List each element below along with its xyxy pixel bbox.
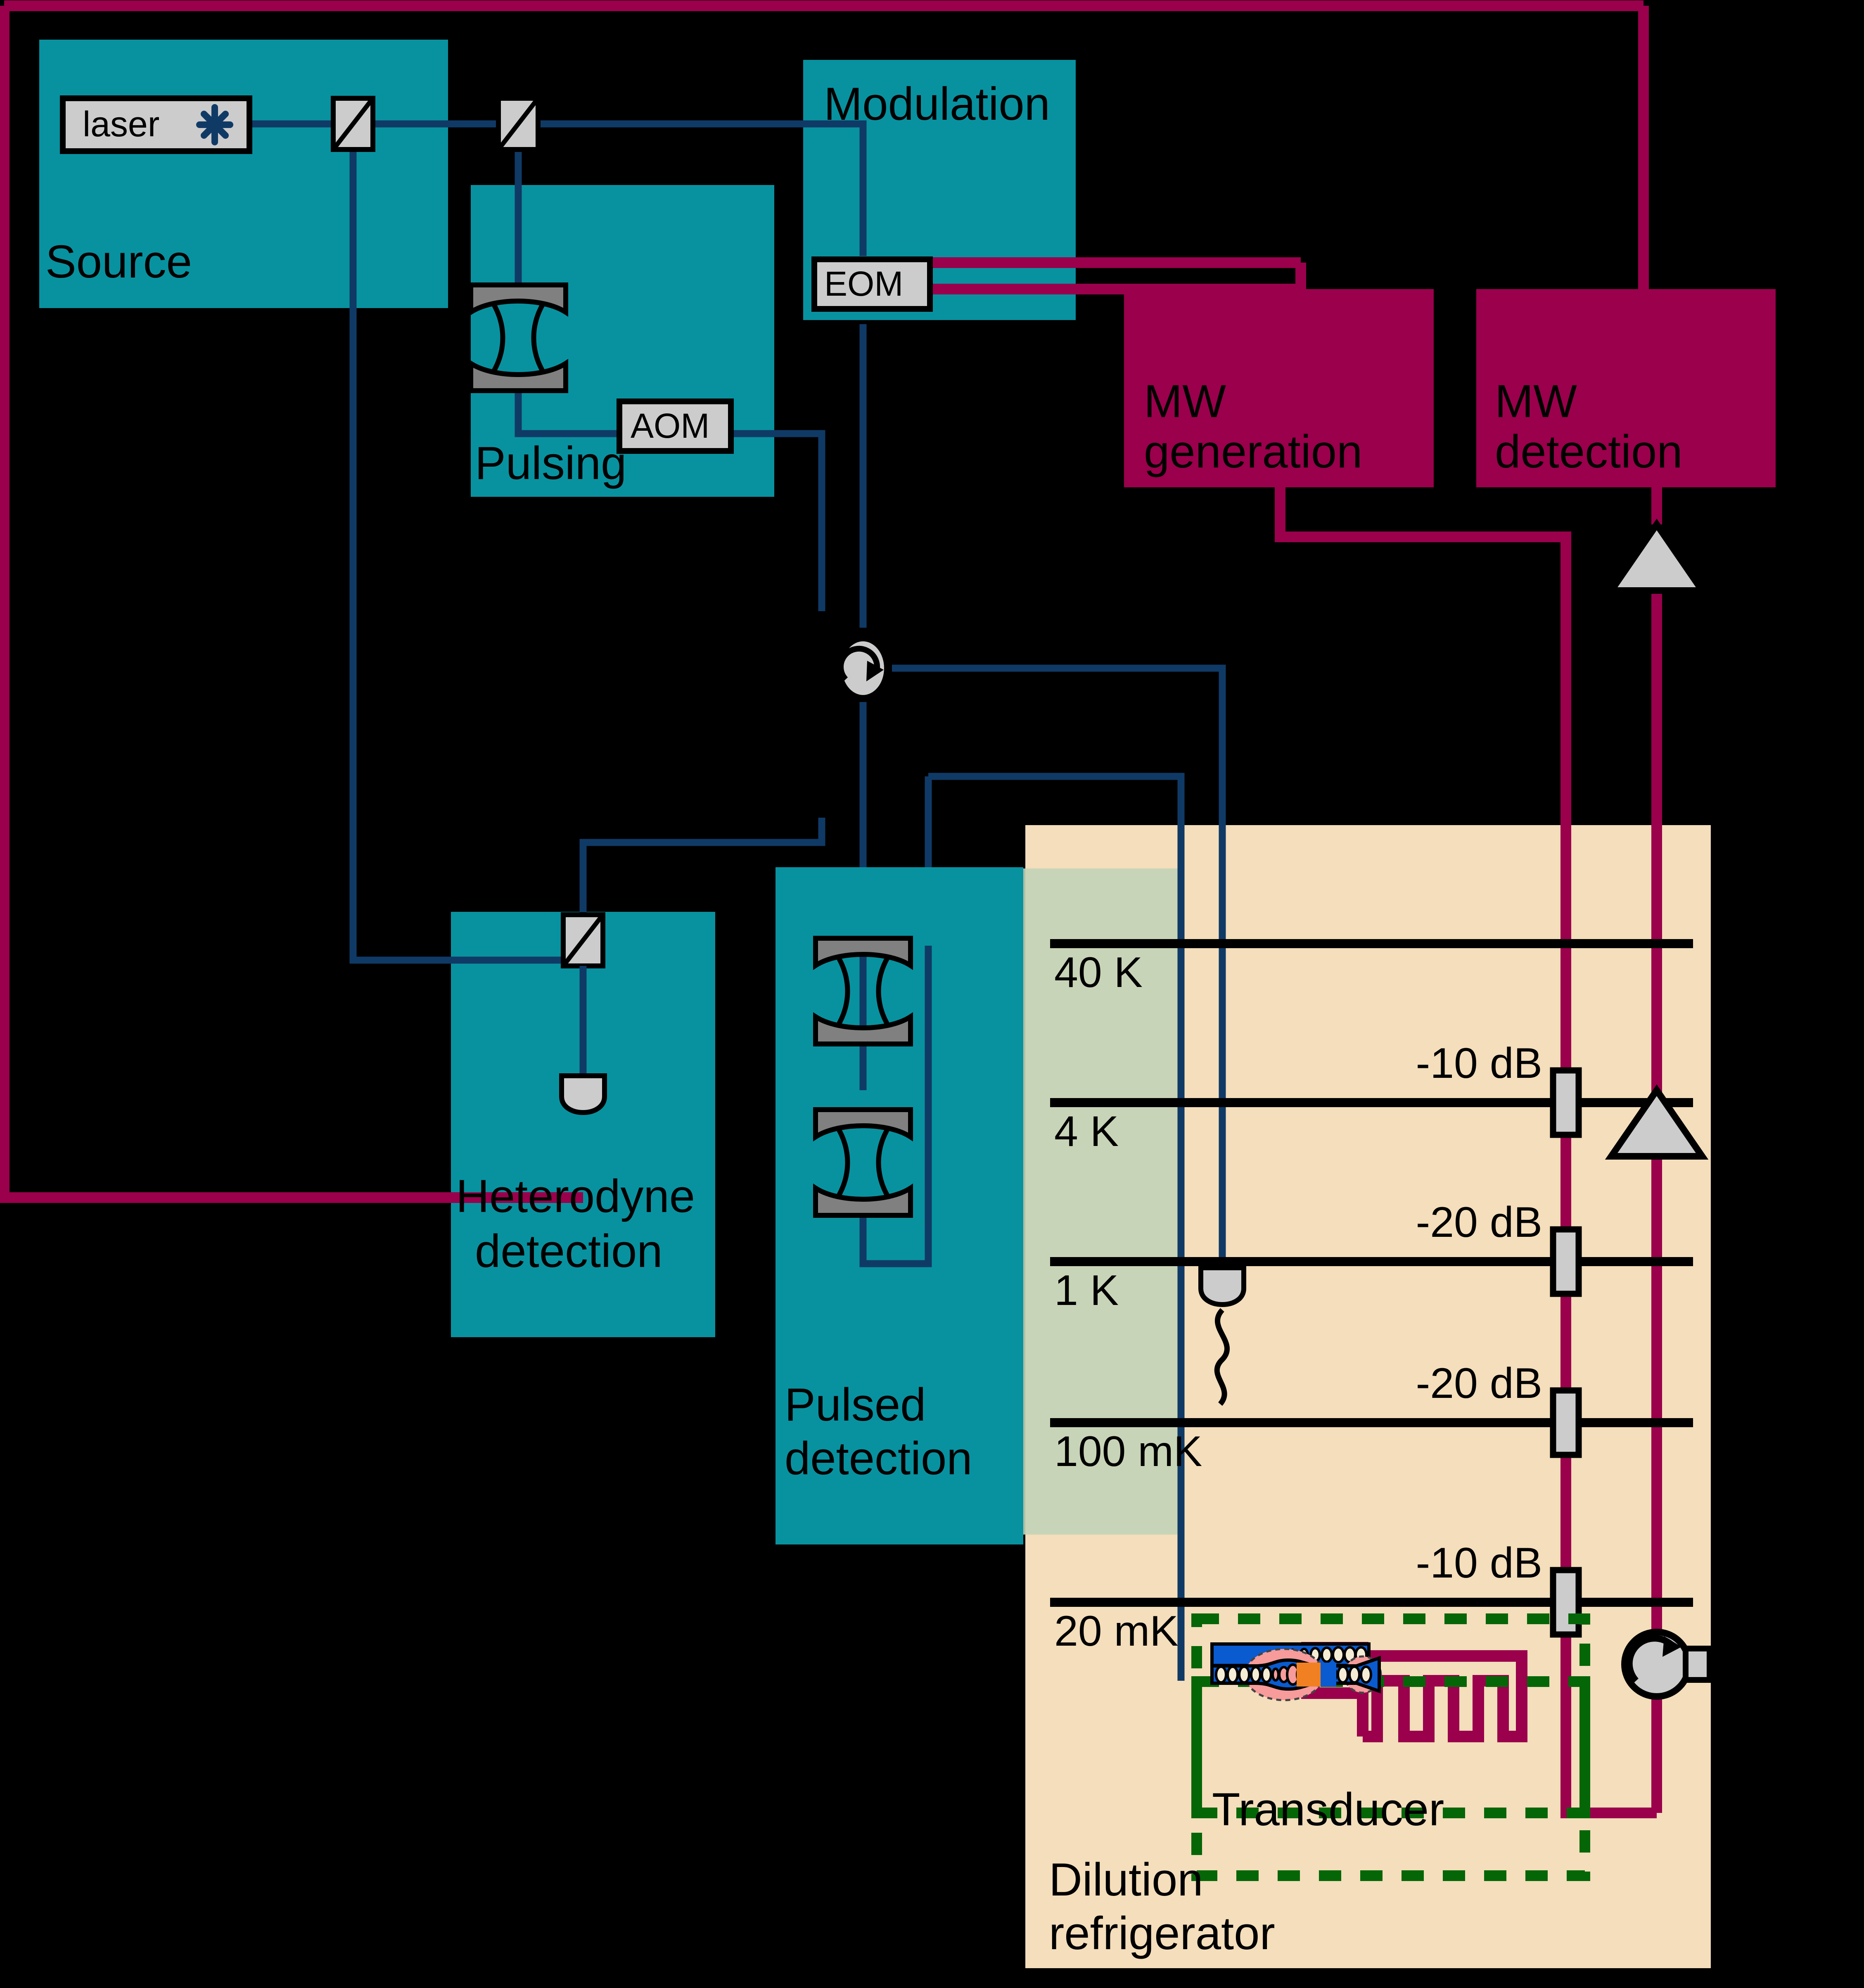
- attenuator-1K: [1553, 1229, 1579, 1294]
- heterodyne-label-line2: detection: [475, 1225, 663, 1277]
- laser-star-icon: [196, 104, 233, 145]
- eom-label: EOM: [824, 264, 903, 303]
- transducer-label: Transducer: [1212, 1784, 1444, 1835]
- stage-label-4K: 4 K: [1054, 1108, 1119, 1155]
- attenuator-4K: [1553, 1070, 1579, 1135]
- source-box-label: Source: [45, 236, 192, 287]
- laser-module: laser: [60, 95, 252, 154]
- mw-transducer-return-path: [1560, 1644, 1657, 1818]
- attenuator-label-100mK: -20 dB: [1416, 1359, 1542, 1407]
- heterodyne-label-line1: Heterodyne: [456, 1170, 695, 1222]
- optical-circulator-icon: [836, 636, 890, 701]
- pulsing-box-label: Pulsing: [475, 437, 626, 489]
- optical-lo-path-to-heterodyne: [349, 149, 583, 964]
- amplifier-triangle-icon-top: [1605, 518, 1709, 594]
- transducer-optical-waveguides: [1210, 1642, 1382, 1701]
- stage-label-100mK: 100 mK: [1054, 1428, 1202, 1476]
- optical-pulsed-to-transducer: [928, 773, 1185, 1681]
- source-box: [39, 40, 448, 308]
- attenuator-label-1K: -20 dB: [1416, 1198, 1542, 1246]
- optical-circulator-to-fridge: [892, 664, 1226, 1288]
- mw-detection-label-line2: detection: [1495, 426, 1683, 477]
- laser-label: laser: [83, 104, 159, 144]
- stage-label-1K: 1 K: [1054, 1267, 1119, 1314]
- optical-pulsed-loop-return: [859, 946, 932, 1267]
- transducer-meander-inductor: [1363, 1650, 1527, 1742]
- stage-label-20mK: 20 mK: [1054, 1607, 1179, 1655]
- optical-bs2-to-eom: [529, 120, 867, 256]
- beamsplitter-icon-heterodyne: [563, 915, 603, 966]
- modulation-box-label: Modulation: [824, 78, 1050, 130]
- mw-circulator-icon: [1621, 1629, 1712, 1700]
- mw-left-rail-to-heterodyne: [0, 6, 583, 1203]
- optical-signal-to-heterodyne: [579, 818, 825, 915]
- fridge-label-line2: refrigerator: [1049, 1907, 1275, 1959]
- photodiode-icon-heterodyne: [562, 1076, 605, 1113]
- aom-module: AOM: [617, 399, 734, 454]
- pulsed-label-line1: Pulsed: [785, 1379, 926, 1431]
- aom-label: AOM: [631, 406, 709, 445]
- beamsplitter-icon-source: [333, 98, 373, 149]
- pulsed-label-line2: detection: [785, 1433, 972, 1484]
- attenuator-label-4K: -10 dB: [1416, 1039, 1542, 1087]
- mw-generation-box: [1124, 289, 1434, 487]
- beamsplitter-icon-pulsing: [498, 98, 538, 149]
- mw-detection-box: [1476, 289, 1776, 487]
- mw-generation-label-line1: MW: [1144, 375, 1226, 427]
- attenuator-100mK: [1553, 1390, 1579, 1455]
- eom-module: EOM: [811, 256, 933, 312]
- optical-cavity-to-aom: [515, 391, 619, 437]
- stage-label-40K: 40 K: [1054, 949, 1143, 996]
- photodiode-icon-fridge: [1201, 1268, 1244, 1406]
- fridge-stage-plates: [1050, 939, 1693, 1607]
- mw-generation-label-line2: generation: [1144, 426, 1362, 477]
- amplifier-triangle-icon-bottom: [1605, 1084, 1709, 1160]
- mw-detection-label-line1: MW: [1495, 375, 1577, 427]
- attenuator-label-20mK: -10 dB: [1416, 1539, 1542, 1587]
- fridge-label-line1: Dilution: [1049, 1854, 1203, 1905]
- attenuator-20mK: [1553, 1570, 1579, 1635]
- optical-aom-output: [731, 430, 825, 611]
